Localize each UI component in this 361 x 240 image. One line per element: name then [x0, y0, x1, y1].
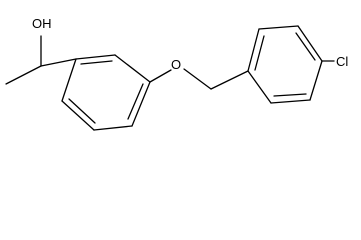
- ring-a-bond-6: [61, 58, 77, 102]
- bond-o-to-ch2: [183, 68, 212, 90]
- bond-ch2-to-ring: [210, 70, 249, 90]
- ring-b-inner-double-2: [295, 32, 316, 61]
- bond-ring-to-ch: [40, 58, 77, 67]
- ring-a-bond-5: [61, 100, 95, 131]
- ring-b-bond-4: [309, 60, 323, 101]
- ring-a-bond-3: [131, 81, 151, 127]
- bond-ring-to-o: [149, 69, 172, 83]
- left-benzene-ring: [61, 54, 151, 131]
- ring-b-bond-6: [247, 70, 272, 104]
- ethanol-side-chain: [5, 35, 77, 85]
- ring-b-bond-3: [297, 25, 323, 62]
- ether-linker: [149, 68, 249, 90]
- ring-a-inner-double-2: [127, 83, 144, 120]
- bond-ch-to-methyl: [5, 65, 42, 85]
- ring-b-inner-double-1: [254, 35, 265, 71]
- chemical-structure-diagram: OH O Cl: [5, 16, 348, 131]
- right-benzene-ring: [247, 25, 323, 104]
- ring-b-bond-1: [247, 28, 260, 72]
- ring-b-inner-double-3: [273, 93, 307, 97]
- hydroxyl-label: OH: [32, 16, 52, 31]
- ring-b-bond-2: [258, 25, 299, 30]
- ring-a-inner-double-1: [80, 60, 113, 65]
- chlorine-label: Cl: [336, 54, 348, 69]
- ring-a-inner-double-3: [68, 98, 96, 124]
- ether-oxygen-label: O: [171, 57, 181, 72]
- ring-a-bond-4: [93, 125, 133, 131]
- ring-a-bond-1: [75, 54, 116, 60]
- ring-a-bond-2: [114, 54, 151, 83]
- ring-b-bond-5: [270, 99, 311, 104]
